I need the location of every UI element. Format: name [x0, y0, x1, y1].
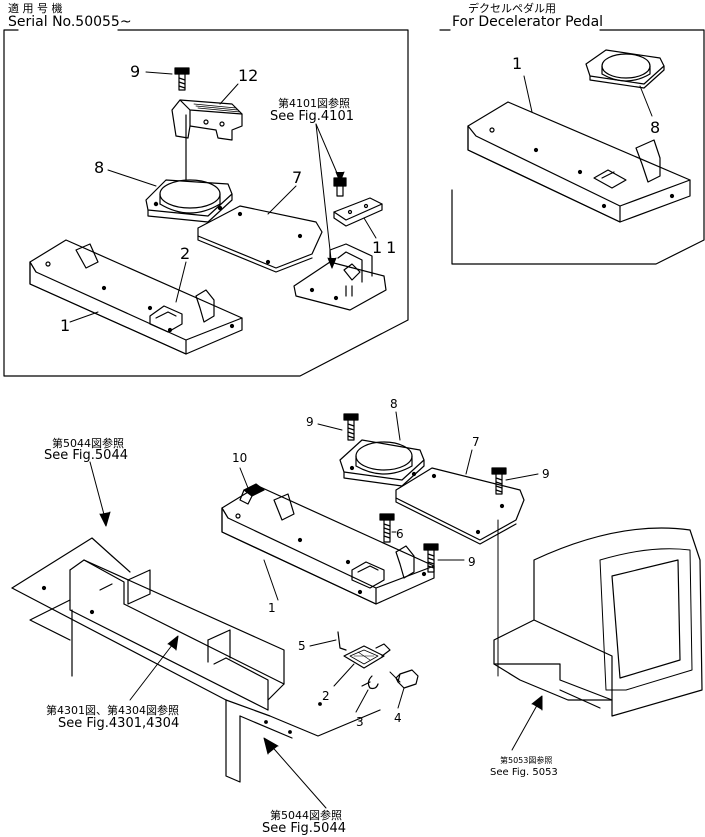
main-spring-3	[362, 676, 378, 689]
callout-inset-8: 8	[94, 158, 105, 177]
callout-main-6: 6	[396, 527, 404, 541]
inset-bolt-9	[175, 68, 189, 90]
main-bolt-6	[380, 514, 394, 542]
callout-main-9-top: 9	[306, 415, 314, 429]
main-part-5	[338, 632, 346, 650]
inset-bracket-11	[334, 178, 382, 226]
callout-inset-1: 1	[60, 316, 71, 335]
main-bolt-9-top	[344, 414, 358, 440]
main-bolt-9-lower	[424, 544, 438, 572]
ref-fig5053-jp: 第5053図参照	[500, 756, 553, 765]
callout-main-10: 10	[232, 451, 248, 465]
inset-channel-1	[30, 240, 242, 354]
ref-fig4101-en: See Fig.4101	[270, 109, 354, 124]
callout-right-8: 8	[650, 118, 661, 137]
callout-main-9-lower: 9	[468, 555, 476, 569]
ref-fig5053-en: See Fig. 5053	[490, 767, 558, 778]
main-bolt-10	[240, 484, 264, 504]
callout-main-8: 8	[390, 397, 398, 411]
ref-fig5044b-jp: 第5044図参照	[270, 809, 342, 822]
callout-inset-7: 7	[292, 168, 303, 187]
ref-fig5044a-en: See Fig.5044	[44, 448, 128, 463]
inset-plate-7	[198, 206, 322, 272]
cab-outline	[494, 528, 702, 716]
callout-main-3: 3	[356, 715, 364, 729]
callout-inset-2: 2	[180, 244, 191, 263]
main-pedal-plate-2	[344, 644, 390, 668]
callout-right-1: 1	[512, 54, 523, 73]
ref-fig5044b-en: See Fig.5044	[262, 821, 346, 836]
serial-number-label: Serial No.50055~	[8, 14, 132, 30]
callout-inset-11: 11	[372, 238, 401, 257]
inset-bracket-12	[172, 100, 242, 180]
right-channel-1	[468, 102, 690, 222]
callout-main-4: 4	[394, 711, 402, 725]
ref-fig4301-en: See Fig.4301,4304	[58, 716, 180, 731]
ref-fig4101-jp: 第4101図参照	[278, 97, 350, 110]
callout-main-5: 5	[298, 639, 306, 653]
right-boot-8	[586, 50, 664, 88]
callout-main-2: 2	[322, 689, 330, 703]
callout-inset-12: 12	[238, 66, 259, 85]
callout-main-9-right: 9	[542, 467, 550, 481]
callout-inset-9: 9	[130, 62, 141, 81]
ref-fig4301-jp: 第4301図、第4304図参照	[46, 704, 179, 717]
main-channel-1	[222, 486, 434, 604]
right-leaders	[524, 76, 652, 116]
callout-main-7: 7	[472, 435, 480, 449]
ref-fig5044a-jp: 第5044図参照	[52, 437, 124, 450]
floor-structure	[12, 538, 284, 710]
inset-leaders	[70, 72, 376, 322]
applicable-serial-jp: 適 用 号 機	[8, 2, 63, 15]
main-pin-4	[396, 670, 418, 688]
main-plate-7	[396, 468, 524, 544]
main-boot-8	[340, 440, 424, 486]
inset-boot-8	[146, 180, 232, 222]
inset-left-frame	[4, 30, 408, 376]
lower-floor-plate	[226, 700, 380, 782]
inset-right-frame	[440, 30, 704, 264]
main-leaders	[240, 412, 538, 712]
reference-arrows	[90, 462, 542, 808]
callout-main-1: 1	[268, 601, 276, 615]
main-bolt-9-right	[492, 468, 506, 494]
decel-pedal-jp: デクセルペダル用	[468, 2, 556, 15]
decel-pedal-label: For Decelerator Pedal	[452, 14, 604, 30]
